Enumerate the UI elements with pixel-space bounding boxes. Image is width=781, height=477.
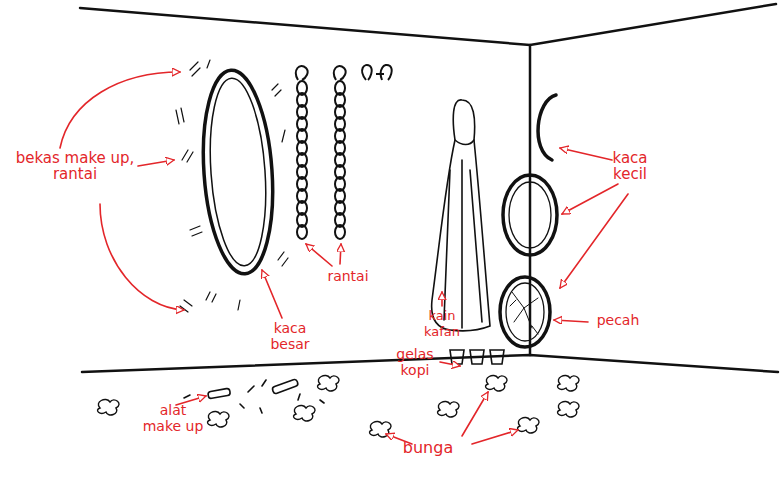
coffee-cups bbox=[450, 350, 504, 364]
annotation-label: pecah bbox=[590, 312, 646, 328]
annotation-label: kaca kecil bbox=[598, 150, 662, 182]
room-walls bbox=[80, 4, 778, 372]
annotation-label: kain kafan bbox=[416, 308, 468, 340]
big-mirror bbox=[197, 68, 279, 276]
flowers bbox=[98, 376, 580, 437]
chains bbox=[296, 65, 392, 239]
shroud-cloth bbox=[432, 100, 490, 331]
annotation-label: alat make up bbox=[140, 402, 206, 434]
scratch-marks bbox=[176, 60, 288, 312]
annotation-label: bunga bbox=[396, 440, 460, 456]
annotation-label: bekas make up, rantai bbox=[8, 150, 142, 182]
leader-arrows bbox=[60, 72, 628, 444]
small-mirrors bbox=[500, 95, 557, 347]
annotation-label: gelas kopi bbox=[388, 346, 442, 378]
annotation-label: kaca besar bbox=[262, 320, 318, 352]
annotation-label: rantai bbox=[318, 268, 378, 284]
